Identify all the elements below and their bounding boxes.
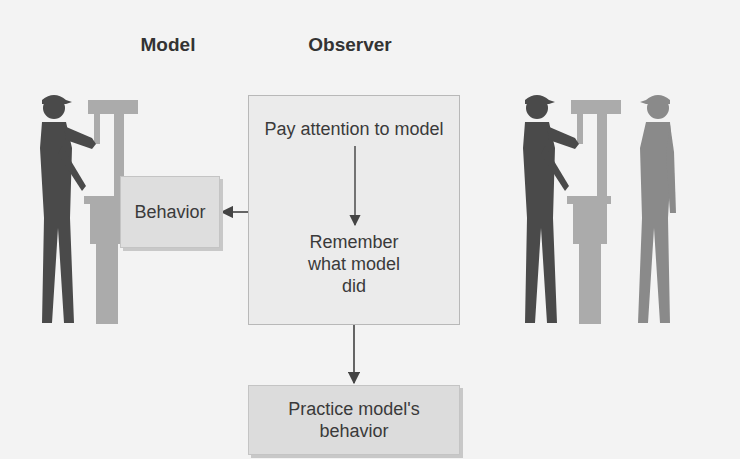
model-figure-copy (523, 95, 621, 324)
box-text: Remember what model did (249, 231, 459, 297)
process-box: Practice model's behavior (248, 385, 460, 455)
box-text: Behavior (134, 201, 205, 223)
process-box: Behavior (120, 176, 220, 248)
column-heading: Observer (280, 34, 420, 56)
column-heading: Model (98, 34, 238, 56)
observer-figure (638, 95, 676, 323)
flow-arrow (222, 211, 248, 213)
flow-arrow (353, 325, 355, 383)
observer-box: Pay attention to modelRemember what mode… (248, 95, 460, 325)
box-text: Pay attention to model (249, 118, 459, 140)
box-text: Practice model's behavior (259, 398, 449, 442)
